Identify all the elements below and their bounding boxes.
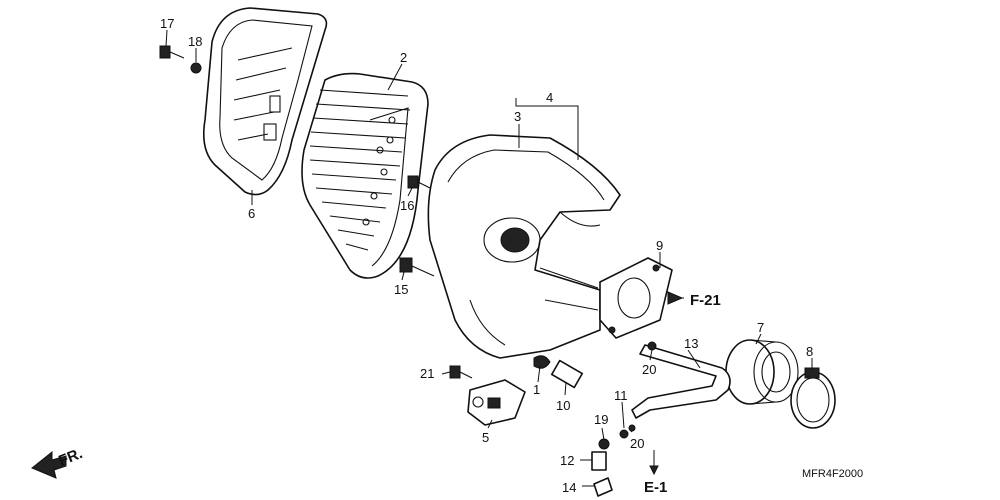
callout-3: 3 [514,109,521,124]
callout-1: 1 [533,382,540,397]
intake-connector [725,339,799,405]
callout-6: 6 [248,206,255,221]
callout-17: 17 [160,16,174,31]
callout-4: 4 [546,90,553,105]
leader-lines [165,29,813,487]
air-cleaner-cover [202,7,328,196]
front-direction-arrow-icon: FR. [31,445,85,479]
callout-5: 5 [482,430,489,445]
callout-14: 14 [562,480,576,495]
ref-e1: E-1 [644,479,667,496]
ref-f21: F-21 [690,292,721,309]
bolt-16 [407,175,431,189]
air-filter-element [301,72,429,279]
callout-13: 13 [684,336,698,351]
callout-12: 12 [560,453,574,468]
callout-9: 9 [656,238,663,253]
callout-16: 16 [400,198,414,213]
callout-21: 21 [420,366,434,381]
diagram-code: MFR4F2000 [802,468,863,480]
bolt-15 [399,257,435,277]
callout-15: 15 [394,282,408,297]
callout-7: 7 [757,320,764,335]
callout-18: 18 [188,34,202,49]
hose-clip [533,355,551,369]
drain-fittings [591,341,657,497]
housing-gasket [599,257,673,339]
bolt-17 [159,45,185,59]
washer-18 [190,62,202,74]
svg-text:FR.: FR. [56,445,85,470]
air-cleaner-housing [427,134,621,359]
callout-10: 10 [556,398,570,413]
callout-2: 2 [400,50,407,65]
callout-20-upper: 20 [642,362,656,377]
drain-plug [550,359,584,389]
ref-arrow-icon [667,291,684,305]
bolt-21 [449,365,473,379]
callout-11: 11 [614,388,628,403]
band-clamp [790,367,836,429]
mounting-bracket [467,379,526,426]
callout-20-lower: 20 [630,436,644,451]
callout-19: 19 [594,412,608,427]
drain-tube [631,344,731,419]
callout-8: 8 [806,344,813,359]
